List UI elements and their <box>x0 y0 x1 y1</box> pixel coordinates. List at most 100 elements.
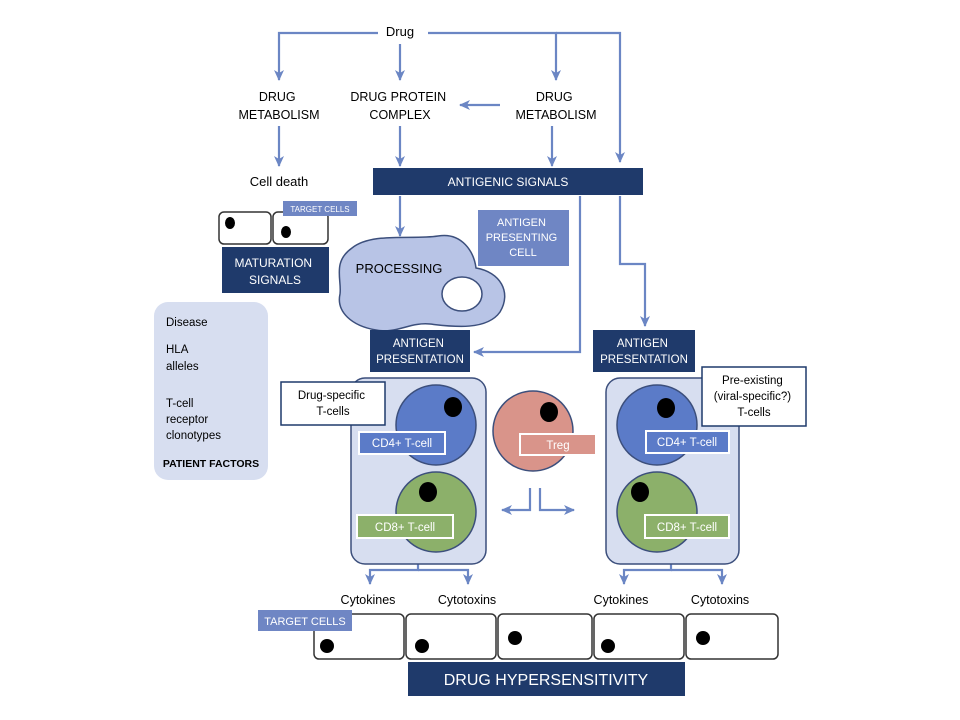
cell-nucleus <box>281 226 291 238</box>
arrow-right-to-cytotoxins <box>671 568 727 585</box>
cell-nucleus <box>696 631 710 645</box>
arrow-antigenic-to-presentation-right <box>618 196 650 327</box>
target-cell <box>218 211 272 245</box>
maturation-signals-line-1: MATURATION <box>235 256 313 270</box>
cell-nucleus <box>415 639 429 653</box>
tcr-line-2: receptor <box>166 414 208 426</box>
antigen-presentation-right-box <box>593 330 695 372</box>
cd8-left-nucleus <box>419 482 437 502</box>
target-cells-bottom-label: TARGET CELLS <box>264 616 346 628</box>
cell-nucleus <box>320 639 334 653</box>
arrow-left-to-cytotoxins <box>418 568 473 585</box>
drug-protein-complex-line-2: COMPLEX <box>369 108 431 122</box>
tcr-line-3: clonotypes <box>166 430 221 442</box>
cd8-left-label-box <box>356 514 454 539</box>
ap-left-line-2: PRESENTATION <box>376 354 464 366</box>
drug-specific-box <box>280 381 386 426</box>
treg-cell <box>492 390 574 472</box>
ap-right-line-1: ANTIGEN <box>617 338 668 350</box>
patient-factor-disease: Disease <box>166 317 208 329</box>
antigenic-signals-box <box>373 168 643 195</box>
target-cells-top: TARGET CELLS <box>218 201 357 245</box>
drug-metabolism-right-line-1: DRUG <box>536 90 573 104</box>
cd4-right-nucleus <box>657 398 675 418</box>
drug-metabolism-right-line-2: METABOLISM <box>515 108 596 122</box>
cd8-tcell-left <box>395 471 477 553</box>
patient-factors-panel <box>154 302 268 480</box>
cell-nucleus <box>225 217 235 229</box>
arrow-drug-to-metabolism-left <box>274 31 378 81</box>
antigen-presentation-right-label: ANTIGEN PRESENTATION <box>600 338 688 366</box>
drug-hypersensitivity-box <box>408 662 685 696</box>
pre-existing-line-3: T-cells <box>737 407 770 419</box>
cd8-right-label: CD8+ T-cell <box>657 522 717 534</box>
cell-death-label: Cell death <box>250 174 309 189</box>
cell-nucleus <box>601 639 615 653</box>
patient-factor-tcr: T-cell receptor clonotypes <box>166 398 221 442</box>
antigen-presenting-cell-label: ANTIGEN PRESENTING CELL <box>486 217 561 259</box>
antigen-presentation-left-box <box>370 330 470 372</box>
patient-factors-title: PATIENT FACTORS <box>163 458 259 470</box>
cd4-left-label-box <box>358 431 446 455</box>
drug-metabolism-left-line-2: METABOLISM <box>238 108 319 122</box>
cd4-right-label: CD4+ T-cell <box>657 437 717 449</box>
target-cell <box>593 613 685 660</box>
drug-metabolism-left-line-1: DRUG <box>259 90 296 104</box>
drug-specific-label: Drug-specific T-cells <box>298 390 368 418</box>
treg-label: Treg <box>546 440 569 452</box>
cd8-right-label-box <box>644 514 730 539</box>
drug-metabolism-right-label: DRUG METABOLISM <box>515 90 596 122</box>
tcr-line-1: T-cell <box>166 398 193 410</box>
drug-hypersensitivity-label: DRUG HYPERSENSITIVITY <box>444 672 649 689</box>
cytokines-left-label: Cytokines <box>341 593 396 607</box>
processing-label: PROCESSING <box>356 261 443 276</box>
apc-line-3: CELL <box>509 247 537 259</box>
pre-existing-line-1: Pre-existing <box>722 375 783 387</box>
target-cells-bottom-badge <box>258 610 352 631</box>
drug-specific-line-1: Drug-specific <box>298 390 365 402</box>
treg-label-box <box>519 433 597 456</box>
antigen-presenting-cell-box <box>478 210 569 266</box>
apc-nucleus <box>441 276 483 312</box>
hla-line-2: alleles <box>166 361 199 373</box>
target-cell <box>497 613 593 660</box>
cd4-left-label: CD4+ T-cell <box>372 438 432 450</box>
arrow-drug-to-metabolism-right <box>428 31 561 81</box>
cytokines-right-label: Cytokines <box>594 593 649 607</box>
drug-label: Drug <box>386 24 414 39</box>
arrow-treg-to-right <box>538 488 575 515</box>
cd8-tcell-right <box>616 471 698 553</box>
apc-line-1: ANTIGEN <box>497 217 546 229</box>
ap-left-line-1: ANTIGEN <box>393 338 444 350</box>
antigen-presentation-left-label: ANTIGEN PRESENTATION <box>376 338 464 366</box>
treg-nucleus <box>540 402 558 422</box>
ap-right-line-2: PRESENTATION <box>600 354 688 366</box>
arrow-drug-to-antigenic-signals <box>556 31 625 163</box>
target-cells-top-badge <box>283 201 357 216</box>
maturation-signals-line-2: SIGNALS <box>249 273 301 287</box>
cd4-right-label-box <box>645 430 730 454</box>
cell-nucleus <box>508 631 522 645</box>
arrow-left-to-cytokines <box>365 563 420 585</box>
hla-line-1: HLA <box>166 344 189 356</box>
target-cell <box>272 211 329 245</box>
target-cell <box>685 613 779 660</box>
target-cells-bottom: TARGET CELLS <box>258 610 779 660</box>
drug-protein-complex-line-1: DRUG PROTEIN <box>350 90 446 104</box>
cytotoxins-left-label: Cytotoxins <box>438 593 496 607</box>
patient-factor-hla: HLA alleles <box>166 344 199 373</box>
drug-specific-line-2: T-cells <box>316 406 349 418</box>
pre-existing-label: Pre-existing (viral-specific?) T-cells <box>714 375 795 419</box>
cd8-right-nucleus <box>631 482 649 502</box>
target-cells-top-label: TARGET CELLS <box>290 205 349 214</box>
cytotoxins-right-label: Cytotoxins <box>691 593 749 607</box>
pre-existing-box <box>701 366 807 427</box>
arrow-antigenic-to-presentation-left <box>473 196 582 357</box>
cd8-left-label: CD8+ T-cell <box>375 522 435 534</box>
arrow-treg-to-left <box>501 488 532 515</box>
maturation-signals-label: MATURATION SIGNALS <box>235 256 316 287</box>
drug-protein-complex-label: DRUG PROTEIN COMPLEX <box>350 90 449 122</box>
maturation-signals-box <box>222 247 329 293</box>
antigenic-signals-label: ANTIGENIC SIGNALS <box>448 175 569 189</box>
